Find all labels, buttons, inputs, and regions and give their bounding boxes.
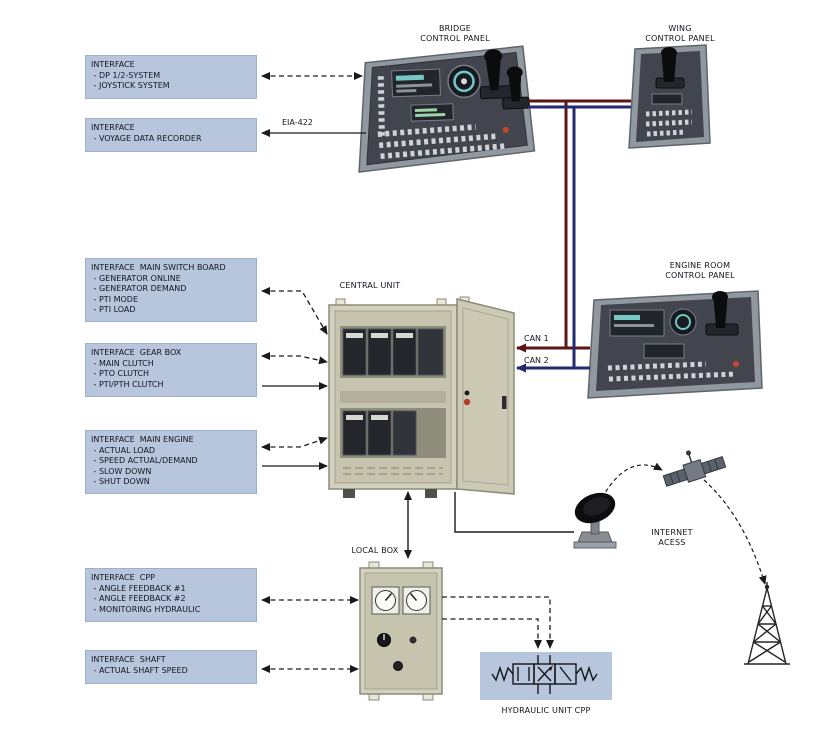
bridge-control-panel-icon: [358, 45, 536, 173]
satellite-dish-icon: [573, 492, 617, 549]
central-unit-cabinet-icon: [328, 296, 515, 498]
can-2-label: CAN 2: [524, 356, 549, 365]
wing-control-panel: [626, 40, 714, 155]
interface-box-vdr: INTERFACE - VOYAGE DATA RECORDER: [85, 118, 257, 152]
hydraulic-unit-box: [480, 652, 612, 700]
can-1-label: CAN 1: [524, 334, 549, 343]
interface-box-main-engine: INTERFACE MAIN ENGINE - ACTUAL LOAD - SP…: [85, 430, 257, 494]
wing-panel-label: WING CONTROL PANEL: [645, 24, 715, 44]
hydraulic-unit-label: HYDRAULIC UNIT CPP: [501, 706, 591, 715]
radio-tower: [738, 582, 796, 670]
interface-box-gear-box: INTERFACE GEAR BOX - MAIN CLUTCH - PTO C…: [85, 343, 257, 397]
satellite: [658, 442, 730, 500]
engine-room-control-panel: [586, 286, 764, 404]
engine-room-control-panel-icon: [587, 290, 763, 399]
interface-box-main-switch-board: INTERFACE MAIN SWITCH BOARD - GENERATOR …: [85, 258, 257, 322]
local-box-label: LOCAL BOX: [351, 546, 399, 555]
satellite-icon: [662, 450, 727, 487]
central-unit-cabinet: [321, 296, 519, 504]
engine-room-panel-label: ENGINE ROOM CONTROL PANEL: [665, 261, 735, 281]
bridge-panel-label: BRIDGE CONTROL PANEL: [420, 24, 490, 44]
satellite-dish: [566, 490, 624, 550]
eia-422-label: EIA-422: [282, 118, 313, 127]
internet-access-label: INTERNET ACESS: [651, 528, 693, 548]
local-box-cabinet: [353, 560, 451, 702]
interface-box-dp-joystick: INTERFACE - DP 1/2-SYSTEM - JOYSTICK SYS…: [85, 55, 257, 99]
radio-tower-icon: [744, 582, 790, 665]
bridge-control-panel: [353, 41, 537, 179]
wing-control-panel-icon: [628, 44, 711, 149]
hydraulic-valve-icon: [491, 655, 598, 694]
interface-box-cpp: INTERFACE CPP - ANGLE FEEDBACK #1 - ANGL…: [85, 568, 257, 622]
central-unit-label: CENTRAL UNIT: [339, 281, 401, 290]
interface-box-shaft: INTERFACE SHAFT - ACTUAL SHAFT SPEED: [85, 650, 257, 684]
local-box-icon: [359, 561, 443, 701]
